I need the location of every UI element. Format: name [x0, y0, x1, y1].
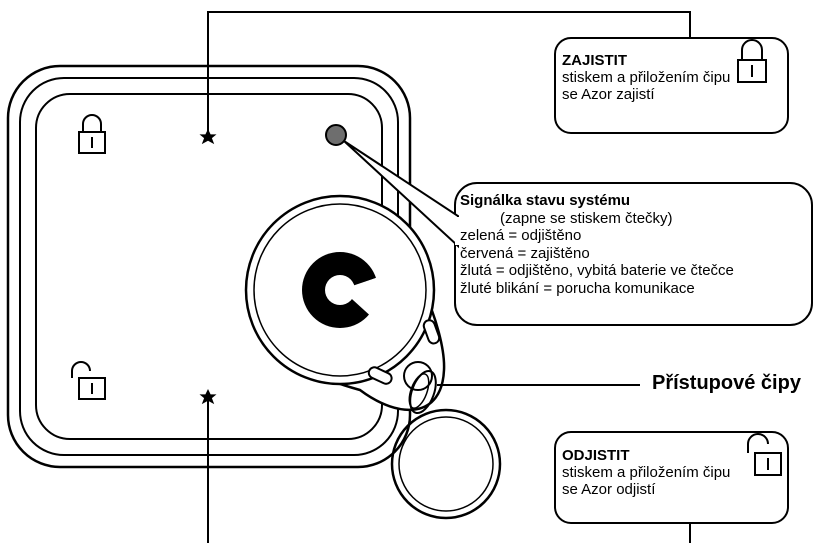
unlock-callout-title: ODJISTIT	[562, 447, 630, 464]
lock-callout-icon	[737, 39, 767, 83]
star-marker-top	[199, 129, 217, 145]
status-callout-frame	[343, 140, 813, 326]
lock-callout-frame	[554, 37, 789, 134]
lock-callout: ZAJISTIT stiskem a přiložením čipu se Az…	[562, 52, 732, 103]
lock-icon	[78, 114, 106, 154]
status-line-green: zelená = odjištěno	[460, 227, 582, 244]
unlock-callout-icon	[747, 433, 782, 476]
status-callout-title: Signálka stavu systému	[460, 192, 631, 209]
status-led	[325, 124, 347, 146]
unlock-icon	[71, 361, 106, 400]
status-callout-subtitle: (zapne se stiskem čtečky)	[500, 209, 673, 227]
lock-callout-line2: se Azor zajistí	[562, 86, 655, 103]
unlock-callout-line2: se Azor odjistí	[562, 481, 656, 498]
brand-logo	[302, 252, 386, 330]
unlock-callout-frame	[554, 431, 789, 524]
status-line-red: červená = zajištěno	[460, 244, 590, 262]
unlock-callout-line1: stiskem a přiložením čipu	[562, 464, 731, 481]
status-line-yellow: žlutá = odjištěno, vybitá baterie ve čte…	[460, 262, 734, 279]
key-fob	[244, 194, 502, 520]
lock-callout-title: ZAJISTIT	[562, 52, 628, 69]
key-ring	[390, 408, 502, 520]
lock-callout-line1: stiskem a přiložením čipu	[562, 69, 731, 86]
unlock-callout: ODJISTIT stiskem a přiložením čipu se Az…	[562, 447, 732, 498]
star-marker-bottom	[199, 389, 217, 405]
status-line-yellow-blink: žluté blikání = porucha komunikace	[460, 279, 695, 297]
status-callout: Signálka stavu systému (zapne se stiskem…	[460, 192, 800, 297]
access-chips-label: Přístupové čipy	[652, 372, 801, 394]
